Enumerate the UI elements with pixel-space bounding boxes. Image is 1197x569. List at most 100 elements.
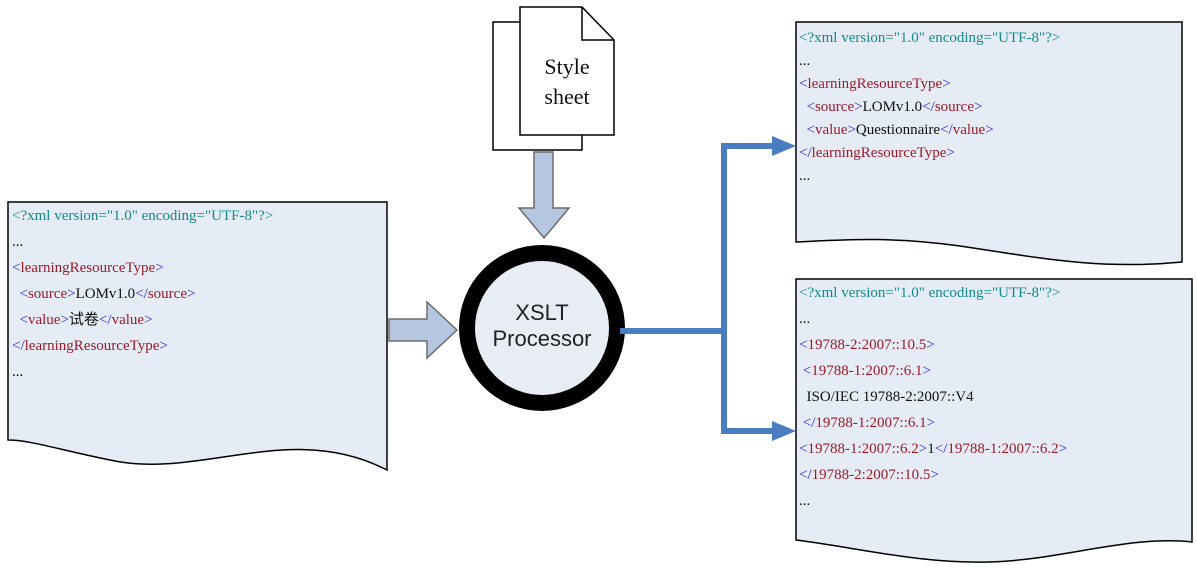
xml-token: < — [12, 260, 21, 276]
xml-token: ... — [12, 364, 24, 380]
xml-token: < — [799, 441, 808, 457]
xml-token: value — [27, 312, 61, 328]
xml-line: <?xml version="1.0" encoding="UTF-8"?> — [799, 30, 1060, 47]
xml-token: source — [814, 99, 855, 115]
xml-line: ... — [799, 53, 810, 70]
xml-token: < — [799, 99, 815, 115]
xml-token: 19788-2:2007::10.5 — [811, 467, 931, 483]
xml-line: </19788-1:2007::6.1> — [799, 415, 935, 432]
xml-token: > — [946, 145, 955, 161]
xml-token: LOMv1.0 — [862, 99, 923, 115]
xml-line: ... — [12, 364, 23, 381]
xml-line: ... — [12, 234, 23, 251]
xml-token: ... — [799, 493, 811, 509]
xml-line: ... — [799, 311, 810, 328]
xml-line: <source>LOMv1.0</source> — [12, 286, 196, 303]
output-2-arrowhead — [772, 421, 796, 441]
xml-token: source — [934, 99, 974, 115]
xml-token: ... — [12, 234, 24, 250]
xml-token: learningResourceType — [807, 76, 943, 92]
xml-token: > — [186, 286, 196, 302]
xml-line: <?xml version="1.0" encoding="UTF-8"?> — [799, 285, 1060, 302]
xml-token: > — [144, 312, 153, 328]
xml-token: > — [159, 338, 168, 354]
xml-token: ISO/IEC 19788-2:2007::V4 — [799, 389, 974, 405]
stylesheet-front-page — [519, 6, 615, 136]
xml-token: < — [799, 76, 808, 92]
processor-label-line2: Processor — [492, 326, 592, 351]
processor-label-line1: XSLT — [515, 300, 569, 325]
xml-token: <?xml version="1.0" encoding="UTF-8"?> — [799, 30, 1061, 46]
xml-line: ... — [799, 168, 810, 185]
xml-token: 19788-1:2007::6.1 — [815, 415, 927, 431]
stylesheet-icon — [492, 6, 615, 151]
xml-token: </ — [940, 122, 953, 138]
stylesheet-label-line1: Style — [544, 54, 590, 79]
xml-token: learningResourceType — [24, 338, 160, 354]
output-1-arrowhead — [772, 136, 796, 156]
xml-token: > — [985, 122, 994, 138]
xml-token: </ — [135, 286, 148, 302]
stylesheet-label: Style sheet — [520, 52, 614, 112]
stylesheet-to-processor-arrow — [517, 151, 571, 240]
xml-token: < — [799, 337, 808, 353]
stylesheet-label-line2: sheet — [544, 84, 590, 109]
xml-token: source — [27, 286, 68, 302]
xml-token: < — [799, 363, 812, 379]
xml-token: > — [60, 312, 69, 328]
xml-token: 19788-1:2007::6.1 — [811, 363, 923, 379]
xml-token: </ — [799, 145, 812, 161]
xml-token: 19788-2:2007::10.5 — [807, 337, 927, 353]
xml-line: ... — [799, 493, 810, 510]
xml-token: 1 — [927, 441, 935, 457]
xslt-processor-ring — [459, 245, 625, 411]
xml-token: > — [155, 260, 164, 276]
xml-token: LOMv1.0 — [75, 286, 136, 302]
xml-token: </ — [12, 338, 25, 354]
xml-token: </ — [799, 467, 812, 483]
xml-line: <?xml version="1.0" encoding="UTF-8"?> — [12, 208, 273, 225]
xml-token: ... — [799, 311, 811, 327]
xml-line: <19788-1:2007::6.2>1</19788-1:2007::6.2> — [799, 441, 1067, 458]
xml-token: > — [847, 122, 856, 138]
xml-token: value — [814, 122, 848, 138]
xml-token: > — [973, 99, 983, 115]
xml-line: <19788-1:2007::6.1> — [799, 363, 931, 380]
xml-line: <value>Questionnaire</value> — [799, 122, 994, 139]
xml-token: > — [926, 415, 936, 431]
xml-token: </ — [799, 415, 816, 431]
xml-token: learningResourceType — [811, 145, 947, 161]
xml-token: ... — [799, 53, 811, 69]
input-to-processor-arrow — [388, 300, 459, 360]
xml-token: < — [799, 122, 815, 138]
xml-token: > — [926, 337, 935, 353]
output-document-1-shape — [795, 21, 1183, 266]
xml-line: <learningResourceType> — [799, 76, 951, 93]
xml-token: > — [922, 363, 931, 379]
xml-token: <?xml version="1.0" encoding="UTF-8"?> — [12, 208, 274, 224]
xml-token: > — [918, 441, 928, 457]
xml-line: </learningResourceType> — [12, 338, 168, 355]
xml-token: Questionnaire — [855, 122, 941, 138]
output-document-2-shape — [795, 278, 1193, 563]
xml-token: 试卷 — [68, 312, 99, 328]
xml-token: > — [930, 467, 939, 483]
xml-token: > — [1058, 441, 1068, 457]
xml-token: </ — [922, 99, 935, 115]
xml-token: value — [952, 122, 986, 138]
xml-token: > — [67, 286, 76, 302]
xml-line: </learningResourceType> — [799, 145, 955, 162]
xml-token: > — [942, 76, 951, 92]
xml-token: 19788-1:2007::6.2 — [947, 441, 1059, 457]
xml-token: 19788-1:2007::6.2 — [807, 441, 919, 457]
xml-token: < — [12, 312, 28, 328]
xml-token: < — [12, 286, 28, 302]
xml-line: <19788-2:2007::10.5> — [799, 337, 935, 354]
input-document-shape — [7, 201, 388, 472]
xml-token: <?xml version="1.0" encoding="UTF-8"?> — [799, 285, 1061, 301]
xml-token: > — [854, 99, 863, 115]
xml-line: </19788-2:2007::10.5> — [799, 467, 939, 484]
xml-token: </ — [98, 312, 112, 328]
